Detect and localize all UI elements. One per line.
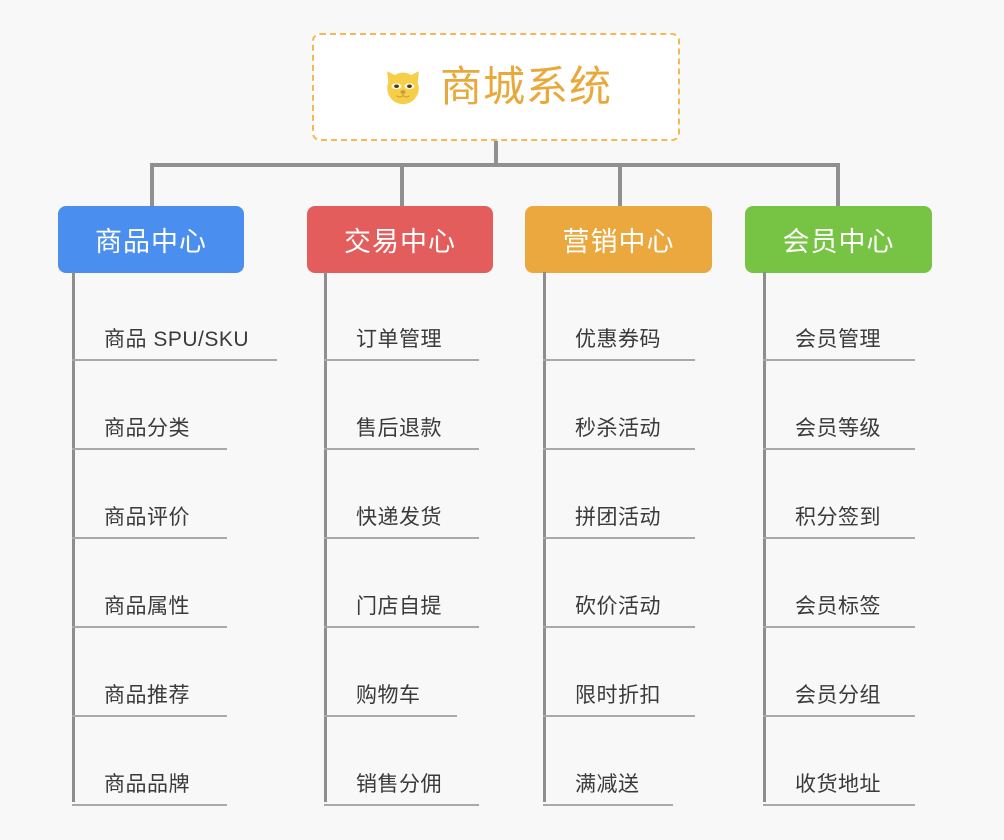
leaf-item-label: 优惠券码 bbox=[575, 328, 661, 351]
category-header-label: 商品中心 bbox=[95, 227, 207, 257]
leaf-underline bbox=[763, 537, 915, 539]
leaf-underline bbox=[543, 537, 695, 539]
connector-drop-1 bbox=[150, 163, 154, 208]
leaf-item-label: 商品分类 bbox=[104, 417, 190, 440]
leaf-item-label: 收货地址 bbox=[795, 773, 881, 796]
category-header-label: 营销中心 bbox=[562, 227, 675, 257]
leaf-item-label: 会员管理 bbox=[795, 328, 881, 351]
leaf-item-label: 售后退款 bbox=[356, 417, 442, 440]
category-header-label: 交易中心 bbox=[344, 227, 456, 257]
leaf-underline bbox=[72, 715, 227, 717]
root-node[interactable]: 商城系统 bbox=[312, 33, 680, 141]
leaf-underline bbox=[543, 715, 695, 717]
leaf-item-label: 会员分组 bbox=[795, 684, 881, 707]
leaf-item-label: 门店自提 bbox=[356, 595, 442, 618]
leaf-item-label: 会员等级 bbox=[795, 417, 881, 440]
leaf-underline bbox=[763, 626, 915, 628]
leaf-underline bbox=[72, 626, 227, 628]
connector-drop-4 bbox=[836, 163, 840, 208]
category-header-trade[interactable]: 交易中心 bbox=[307, 206, 493, 273]
root-title: 商城系统 bbox=[439, 63, 612, 110]
leaf-item-label: 满减送 bbox=[575, 773, 640, 796]
leaf-underline bbox=[72, 537, 227, 539]
leaf-item-label: 销售分佣 bbox=[356, 773, 442, 796]
leaf-item-label: 商品 SPU/SKU bbox=[104, 328, 250, 351]
leaf-underline bbox=[324, 359, 479, 361]
leaf-underline bbox=[543, 804, 673, 806]
leaf-item-label: 商品属性 bbox=[104, 595, 190, 618]
leaf-item-label: 砍价活动 bbox=[575, 595, 661, 618]
category-header-product[interactable]: 商品中心 bbox=[58, 206, 244, 273]
leaf-item-label: 商品推荐 bbox=[104, 684, 190, 707]
leaf-underline bbox=[324, 626, 479, 628]
leaf-item-label: 拼团活动 bbox=[575, 506, 661, 529]
leaf-underline bbox=[324, 448, 479, 450]
leaf-item-label: 购物车 bbox=[356, 684, 421, 707]
connector-horizontal-bus bbox=[150, 163, 840, 167]
leaf-underline bbox=[543, 359, 695, 361]
leaf-underline bbox=[763, 359, 915, 361]
leaf-underline bbox=[543, 626, 695, 628]
leaf-item-label: 快递发货 bbox=[356, 506, 442, 529]
leaf-underline bbox=[72, 448, 227, 450]
category-header-member[interactable]: 会员中心 bbox=[745, 206, 932, 273]
leaf-item-label: 秒杀活动 bbox=[575, 417, 661, 440]
leaf-underline bbox=[763, 715, 915, 717]
leaf-item-label: 限时折扣 bbox=[575, 684, 661, 707]
leaf-item-label: 商品评价 bbox=[104, 506, 190, 529]
connector-drop-2 bbox=[400, 163, 404, 208]
leaf-underline bbox=[72, 359, 277, 361]
leaf-underline bbox=[324, 537, 479, 539]
leaf-underline bbox=[763, 448, 915, 450]
leaf-underline bbox=[324, 804, 479, 806]
connector-drop-3 bbox=[618, 163, 622, 208]
leaf-underline bbox=[763, 804, 915, 806]
leaf-underline bbox=[324, 715, 457, 717]
shiba-dog-face-icon bbox=[387, 71, 419, 106]
connector-root-stem bbox=[494, 141, 498, 166]
leaf-item-label: 积分签到 bbox=[795, 506, 881, 529]
category-header-label: 会员中心 bbox=[782, 227, 895, 257]
leaf-item-label: 会员标签 bbox=[795, 595, 881, 618]
leaf-item-label: 订单管理 bbox=[356, 328, 442, 351]
leaf-underline bbox=[72, 804, 227, 806]
leaf-underline bbox=[543, 448, 695, 450]
leaf-item-label: 商品品牌 bbox=[104, 773, 190, 796]
category-header-marketing[interactable]: 营销中心 bbox=[525, 206, 712, 273]
